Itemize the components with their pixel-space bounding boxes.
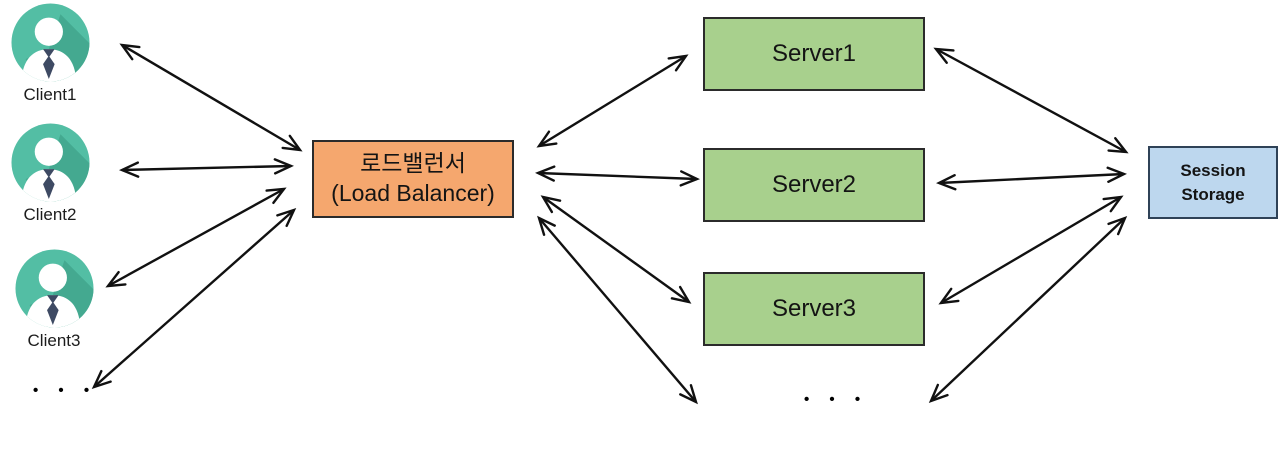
server3-label: Server3 <box>771 295 857 322</box>
client1-node: Client1 <box>2 1 98 105</box>
server2-node: Server2 <box>703 148 925 222</box>
arrow-load-balancer-servers-more <box>537 215 698 405</box>
arrow-client2-load-balancer <box>119 158 294 178</box>
server1-label: Server1 <box>771 40 857 67</box>
load-balancer-label-english: (Load Balancer) <box>331 180 495 206</box>
client3-node: Client3 <box>6 247 102 351</box>
arrow-load-balancer-server2 <box>535 165 700 187</box>
session-storage-label-line1: Session <box>1180 160 1246 180</box>
clients-ellipsis: • • • <box>33 382 98 399</box>
server2-label: Server2 <box>771 171 857 198</box>
arrow-load-balancer-server1 <box>536 54 689 148</box>
arrow-server1-session-storage <box>933 47 1129 154</box>
servers-ellipsis: • • • <box>804 391 869 408</box>
arrow-server2-session-storage <box>936 166 1127 191</box>
user-icon <box>14 249 94 328</box>
session-storage-label-line2: Storage <box>1181 184 1245 204</box>
arrow-clients-more-load-balancer <box>91 208 297 389</box>
client3-label: Client3 <box>27 331 81 350</box>
client2-label: Client2 <box>23 205 77 224</box>
server1-node: Server1 <box>703 17 925 91</box>
arrow-server3-session-storage <box>938 195 1124 305</box>
arrow-client1-load-balancer <box>119 43 303 152</box>
user-icon <box>10 3 90 82</box>
server3-node: Server3 <box>703 272 925 346</box>
session-storage-node: Session Storage <box>1148 146 1278 219</box>
arrow-client3-load-balancer <box>105 187 287 288</box>
user-icon <box>10 123 90 202</box>
client1-label: Client1 <box>23 85 77 104</box>
arrow-servers-more-session-storage <box>928 215 1128 404</box>
client2-node: Client2 <box>2 121 98 225</box>
load-balancer-node: 로드밸런서 (Load Balancer) <box>312 140 514 218</box>
load-balancer-label-korean: 로드밸런서 <box>360 150 466 177</box>
